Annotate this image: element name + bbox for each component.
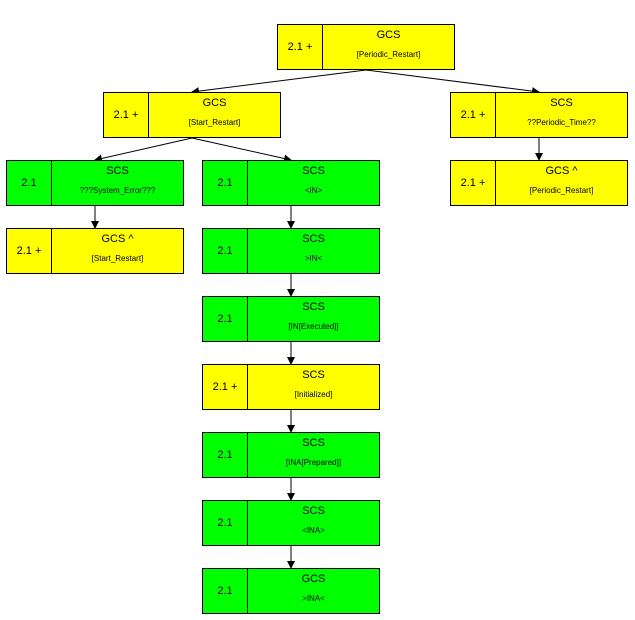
node-version: 2.1 + — [278, 25, 323, 69]
node-body: SCS <IN> — [248, 161, 379, 205]
node-name: SCS — [302, 301, 325, 313]
node-label: <IN> — [304, 186, 323, 195]
node-body: SCS [IN[Executed]] — [248, 297, 379, 341]
node-version: 2.1 + — [7, 229, 52, 273]
node-body: SCS >IN< — [248, 229, 379, 273]
node-start-restart[interactable]: 2.1 + GCS [Start_Restart] — [103, 92, 281, 138]
node-name: GCS ^ — [101, 233, 134, 245]
node-system-error[interactable]: 2.1 SCS ???System_Error??? — [6, 160, 184, 206]
node-label: [Start_Restart] — [188, 118, 241, 127]
node-in-gt[interactable]: 2.1 SCS >IN< — [202, 228, 380, 274]
node-version: 2.1 + — [451, 93, 496, 137]
node-name: SCS — [302, 233, 325, 245]
node-ina[interactable]: 2.1 SCS <INA> — [202, 500, 380, 546]
node-body: GCS ^ [Start_Restart] — [52, 229, 183, 273]
node-version: 2.1 + — [104, 93, 149, 137]
node-periodic-time[interactable]: 2.1 + SCS ??Periodic_Time?? — [450, 92, 628, 138]
node-in[interactable]: 2.1 SCS <IN> — [202, 160, 380, 206]
node-version: 2.1 + — [451, 161, 496, 205]
edge-start-restart-to-system-error — [94, 137, 193, 163]
node-body: GCS [Start_Restart] — [149, 93, 280, 137]
node-body: GCS [Periodic_Restart] — [323, 25, 454, 69]
node-initialized[interactable]: 2.1 + SCS [Initialized] — [202, 364, 380, 410]
edge-root-to-periodic-time — [365, 69, 540, 96]
node-version: 2.1 — [203, 569, 248, 613]
node-label: [Periodic_Restart] — [356, 50, 421, 59]
node-name: GCS — [376, 29, 401, 41]
node-ina-prepared[interactable]: 2.1 SCS [INA[Prepared]] — [202, 432, 380, 478]
node-start-restart-ref[interactable]: 2.1 + GCS ^ [Start_Restart] — [6, 228, 184, 274]
node-label: <INA> — [302, 526, 325, 535]
node-ina-gt[interactable]: 2.1 GCS >INA< — [202, 568, 380, 614]
node-version: 2.1 — [203, 229, 248, 273]
edge-root-to-start-restart — [191, 69, 367, 96]
node-label: >IN< — [304, 254, 323, 263]
node-label: ??Periodic_Time?? — [527, 118, 596, 127]
node-name: SCS — [302, 165, 325, 177]
node-body: SCS [Initialized] — [248, 365, 379, 409]
node-name: SCS — [106, 165, 129, 177]
node-root[interactable]: 2.1 + GCS [Periodic_Restart] — [277, 24, 455, 70]
node-label: [Initialized] — [294, 390, 333, 399]
node-body: SCS ???System_Error??? — [52, 161, 183, 205]
node-name: SCS — [550, 97, 573, 109]
node-name: SCS — [302, 505, 325, 517]
node-label: [Periodic_Restart] — [529, 186, 594, 195]
node-version: 2.1 — [7, 161, 52, 205]
node-body: GCS >INA< — [248, 569, 379, 613]
node-name: SCS — [302, 369, 325, 381]
node-label: [INA[Prepared]] — [285, 458, 342, 467]
edge-start-restart-to-in — [191, 137, 292, 163]
node-label: [Start_Restart] — [91, 254, 144, 263]
node-name: SCS — [302, 437, 325, 449]
node-version: 2.1 — [203, 161, 248, 205]
node-version: 2.1 — [203, 297, 248, 341]
node-version: 2.1 — [203, 433, 248, 477]
node-label: [IN[Executed]] — [288, 322, 339, 331]
node-name: GCS — [202, 97, 227, 109]
node-body: GCS ^ [Periodic_Restart] — [496, 161, 627, 205]
node-name: GCS ^ — [545, 165, 578, 177]
node-label: >INA< — [302, 594, 325, 603]
node-body: SCS [INA[Prepared]] — [248, 433, 379, 477]
node-body: SCS <INA> — [248, 501, 379, 545]
node-body: SCS ??Periodic_Time?? — [496, 93, 627, 137]
node-label: ???System_Error??? — [79, 186, 156, 195]
node-periodic-restart-ref[interactable]: 2.1 + GCS ^ [Periodic_Restart] — [450, 160, 628, 206]
node-name: GCS — [301, 573, 326, 585]
node-version: 2.1 + — [203, 365, 248, 409]
node-in-executed[interactable]: 2.1 SCS [IN[Executed]] — [202, 296, 380, 342]
node-version: 2.1 — [203, 501, 248, 545]
